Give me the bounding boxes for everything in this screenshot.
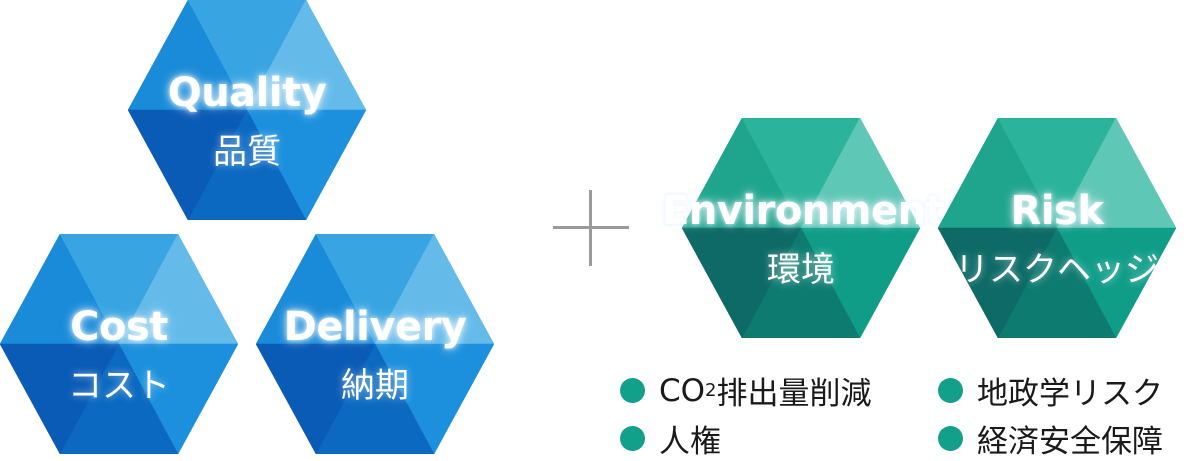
bullet-item: 地政学リスク <box>938 368 1163 413</box>
hexagon-risk: Risk リスクヘッジ <box>938 118 1176 338</box>
hexagon-environment: Environment 環境 <box>662 118 945 338</box>
hexagon-facet <box>256 343 376 454</box>
bullet-prefix: CO <box>659 372 706 409</box>
hexagon-title-ja: リスクヘッジ <box>955 250 1159 290</box>
hexagon-shape <box>682 118 920 338</box>
bullet-subscript: 2 <box>705 380 717 401</box>
bullet-text: 排出量削減 <box>716 376 872 412</box>
hexagon-title-en: Delivery <box>283 304 467 350</box>
hexagon-facet <box>128 109 248 220</box>
hexagon-title-en: Risk <box>1010 188 1104 234</box>
bullet-dot-icon <box>938 378 963 403</box>
hexagon-title-ja: 納期 <box>341 366 409 406</box>
hexagon-title-ja: 環境 <box>767 250 835 290</box>
hexagon-title-ja: コスト <box>68 366 170 406</box>
bullet-item: 人権 <box>620 416 721 461</box>
bullet-text: 経済安全保障 <box>977 424 1163 460</box>
hexagon-facet <box>938 227 1058 338</box>
bullet-dot-icon <box>620 426 645 451</box>
hexagon-quality: Quality 品質 <box>128 0 366 220</box>
hexagon-shape <box>0 234 238 454</box>
hexagon-title-en: Environment <box>662 188 945 234</box>
bullet-dot-icon <box>620 378 645 403</box>
plus-sign: + <box>553 190 629 266</box>
bullet-text: 地政学リスク <box>977 376 1163 412</box>
hexagon-title-en: Cost <box>70 304 168 350</box>
hexagon-title-ja: 品質 <box>213 132 281 172</box>
hexagon-facet <box>682 227 802 338</box>
hexagon-delivery: Delivery 納期 <box>256 234 494 454</box>
hexagon-shape <box>128 0 366 220</box>
bullet-dot-icon <box>938 426 963 451</box>
bullet-text: 人権 <box>659 424 721 460</box>
bullet-item: 経済安全保障 <box>938 416 1163 461</box>
hexagon-facet <box>0 343 120 454</box>
hexagon-cost: Cost コスト <box>0 234 238 454</box>
hexagon-shape <box>256 234 494 454</box>
hexagon-title-en: Quality <box>167 70 327 116</box>
hexagon-shape <box>938 118 1176 338</box>
